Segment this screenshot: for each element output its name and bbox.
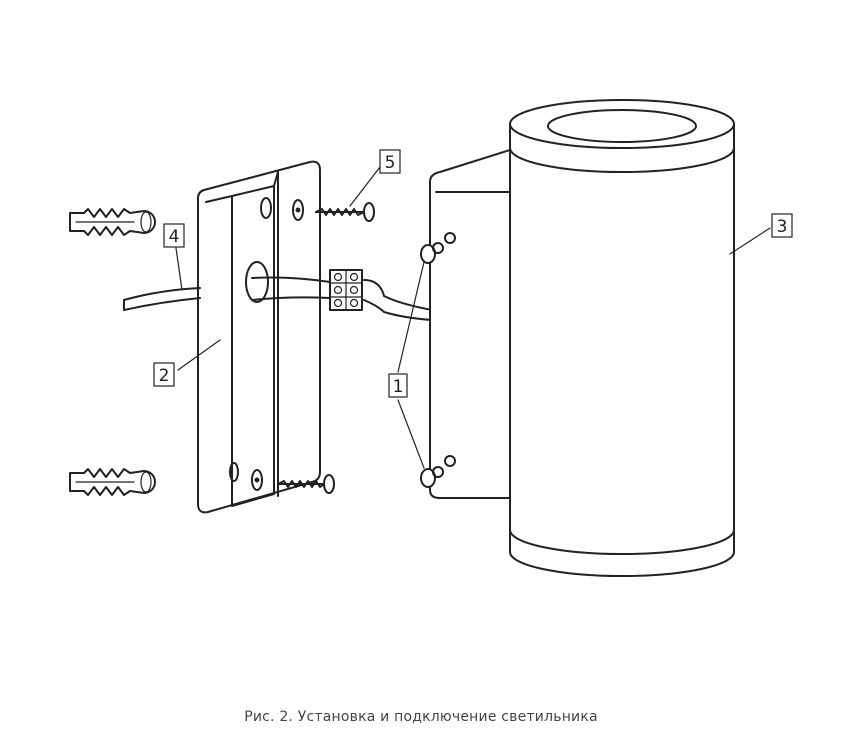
callout-1: 1 <box>388 373 408 398</box>
lamp-body <box>509 99 735 577</box>
screw-top <box>315 202 375 222</box>
supply-cable <box>123 276 433 321</box>
leader-lines <box>175 166 771 469</box>
callout-2: 2 <box>153 362 175 387</box>
svg-text:3: 3 <box>777 217 788 237</box>
mounting-plate <box>197 160 321 514</box>
figure-caption: Рис. 2. Установка и подключение светильн… <box>244 709 598 725</box>
callout-5: 5 <box>379 149 401 174</box>
screw-bottom <box>277 474 335 494</box>
svg-text:1: 1 <box>393 377 404 397</box>
callout-3: 3 <box>771 213 793 238</box>
svg-text:5: 5 <box>385 153 396 173</box>
wall-plug-top <box>69 208 156 236</box>
svg-text:4: 4 <box>169 227 180 247</box>
callout-4: 4 <box>163 223 185 248</box>
svg-text:2: 2 <box>159 366 170 386</box>
wall-plug-bottom <box>69 468 156 496</box>
terminal-block <box>329 269 363 311</box>
lamp-bracket <box>420 149 511 499</box>
